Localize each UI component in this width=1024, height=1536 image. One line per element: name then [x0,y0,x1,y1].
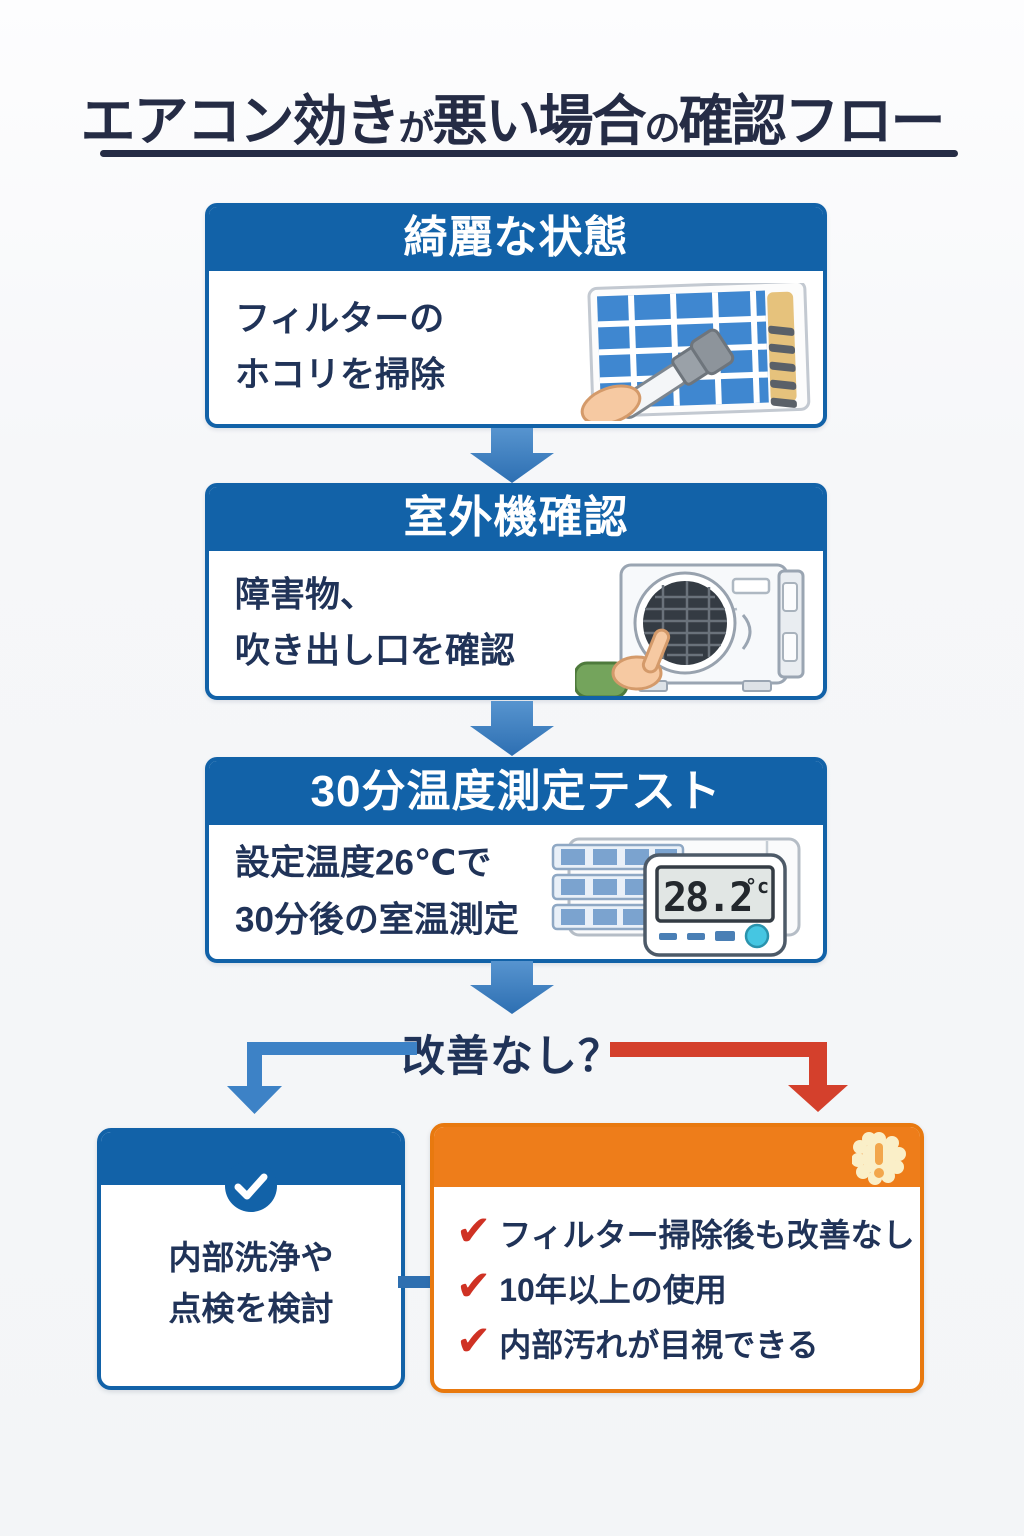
step-3-body: 設定温度26℃で 30分後の室温測定 [209,825,823,959]
red-check-icon: ✔ [456,1316,492,1364]
filter-cleaning-icon [580,279,811,424]
red-check-icon: ✔ [456,1206,492,1254]
down-arrow-3 [470,961,554,1014]
step-card-outdoor-unit: 室外機確認 障害物、 吹き出し口を確認 [205,483,827,700]
checklist-item: ✔ フィルター掃除後も改善なし [456,1205,915,1260]
step-2-body: 障害物、 吹き出し口を確認 [209,551,823,696]
step-2-header: 室外機確認 [209,487,823,551]
down-arrow-2 [470,701,554,756]
step-3-line-1: 設定温度26℃で [235,843,492,883]
step-2-line-2: 吹き出し口を確認 [235,631,516,671]
title-underline [100,150,958,157]
step-1-line-1: フィルターの [235,298,445,338]
elbow-arrow-left-blue [227,1042,417,1114]
step-1-line-2: ホコリを掃除 [235,355,446,395]
step-3-header: 30分温度測定テスト [209,761,823,825]
step-1-body: フィルターの ホコリを掃除 [209,271,823,424]
warning-burst-icon [851,1131,906,1190]
step-card-temperature-test: 30分温度測定テスト 設定温度26℃で 30分後の室温測定 [205,757,827,963]
outcome-left-text: 内部洗浄や 点検を検討 [101,1232,401,1334]
outdoor-unit-illustration [573,559,815,696]
outcome-card-warning: ✔ フィルター掃除後も改善なし ✔ 10年以上の使用 ✔ 内部汚れが目視できる [430,1123,924,1393]
step-2-text: 障害物、 吹き出し口を確認 [235,567,515,680]
step-3-line-2: 30分後の室温測定 [235,900,519,939]
page-title: エアコン効きが悪い場合の確認フロー [0,76,1024,156]
title-part-3: 悪い場合 [432,90,646,152]
warning-checklist: ✔ フィルター掃除後も改善なし ✔ 10年以上の使用 ✔ 内部汚れが目視できる [456,1205,915,1370]
outcome-left-line-2: 点検を検討 [168,1290,334,1328]
check-circle-icon [223,1158,279,1219]
checklist-item-label: 10年以上の使用 [499,1271,727,1308]
step-1-text: フィルターの ホコリを掃除 [235,291,445,404]
down-arrow-1 [470,428,554,483]
step-card-clean-filter: 綺麗な状態 フィルターの ホコリを掃除 [205,203,827,428]
step-1-header: 綺麗な状態 [209,207,823,271]
outdoor-unit-icon [573,563,805,696]
ac-thermometer-icon: 28.2 °c [551,837,801,957]
decision-label: 改善なし？ [402,1033,622,1081]
step-2-line-1: 障害物、 [235,574,376,614]
step-3-text: 設定温度26℃で 30分後の室温測定 [235,835,519,948]
title-part-2: が [398,107,434,148]
checklist-item-label: 内部汚れが目視できる [499,1326,819,1363]
red-check-icon: ✔ [456,1261,492,1309]
title-part-5: 確認フロー [678,90,946,152]
ac-thermometer-illustration: 28.2 °c [549,831,805,959]
checklist-item: ✔ 10年以上の使用 [456,1260,915,1315]
outcome-card-cleaning: 内部洗浄や 点検を検討 [97,1128,405,1390]
filter-cleaning-illustration [577,279,815,424]
thermometer-unit: °c [745,874,769,898]
outcome-left-line-1: 内部洗浄や [168,1239,334,1276]
title-part-4: の [644,107,681,148]
thermometer-reading: 28.2 [663,875,751,921]
outcome-right-header [434,1127,920,1187]
title-part-1: エアコン効き [80,90,400,152]
checklist-item: ✔ 内部汚れが目視できる [456,1315,915,1370]
checklist-item-label: フィルター掃除後も改善なし [499,1216,915,1253]
elbow-arrow-right-red [610,1042,848,1112]
